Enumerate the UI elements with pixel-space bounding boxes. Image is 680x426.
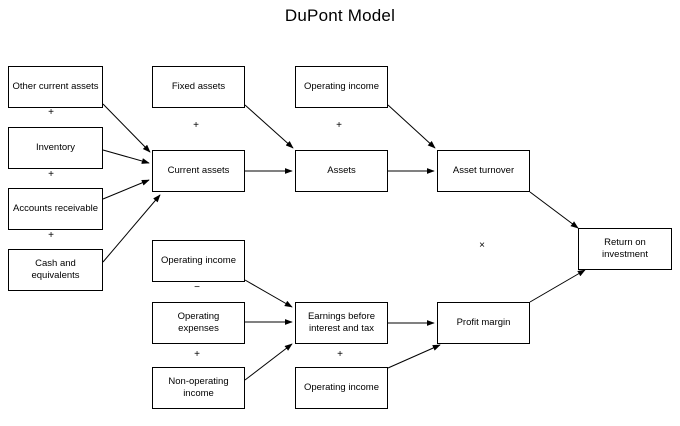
node-non-operating-income[interactable]: Non-operating income	[152, 367, 245, 409]
node-label: Asset turnover	[452, 165, 515, 176]
node-current-assets[interactable]: Current assets	[152, 150, 245, 192]
node-label: Current assets	[167, 165, 230, 176]
edge-accounts-receivable-to-current-assets	[102, 179, 150, 200]
operator-op-oca-inv: +	[48, 107, 54, 118]
node-label: Profit margin	[456, 317, 511, 328]
node-label: Operating expenses	[177, 311, 220, 334]
edge-cash-to-current-assets	[102, 194, 161, 263]
node-operating-income-top[interactable]: Operating income	[295, 66, 388, 108]
node-profit-margin[interactable]: Profit margin	[437, 302, 530, 344]
edge-non-operating-income-to-ebit	[244, 343, 293, 381]
node-label: Operating income	[161, 255, 236, 266]
edge-asset-turnover-to-roi	[529, 191, 579, 229]
node-ebit[interactable]: Earnings before interest and tax	[295, 302, 388, 344]
operator-op-inv-ar: +	[48, 169, 54, 180]
operator-op-ar-cash: +	[48, 230, 54, 241]
node-label: Fixed assets	[171, 81, 226, 92]
node-operating-expenses[interactable]: Operating expenses	[152, 302, 245, 344]
node-return-on-investment[interactable]: Return on investment	[578, 228, 672, 270]
edge-other-current-assets-to-current-assets	[102, 103, 151, 153]
operator-op-turnover-margin: ×	[479, 240, 485, 251]
edge-fixed-assets-to-assets	[244, 104, 294, 149]
node-operating-income-mid[interactable]: Operating income	[152, 240, 245, 282]
node-label: Operating income	[304, 81, 379, 92]
node-label: Inventory	[35, 142, 76, 153]
node-label: Cash and equivalents	[31, 258, 80, 281]
node-label: Earnings before interest and tax	[307, 311, 376, 334]
edge-inventory-to-current-assets	[102, 149, 150, 164]
node-label: Return on investment	[602, 237, 648, 260]
node-label: Accounts receivable	[12, 203, 99, 214]
page-title: DuPont Model	[284, 6, 396, 25]
node-fixed-assets[interactable]: Fixed assets	[152, 66, 245, 108]
node-other-current-assets[interactable]: Other current assets	[8, 66, 103, 108]
operator-op-opexp-nonop: +	[194, 349, 200, 360]
node-operating-income-bot[interactable]: Operating income	[295, 367, 388, 409]
operator-op-ebit-opinc: +	[337, 349, 343, 360]
edge-operating-income-to-asset-turnover	[387, 104, 436, 149]
node-label: Other current assets	[12, 81, 99, 92]
node-assets[interactable]: Assets	[295, 150, 388, 192]
operator-op-opinc-assets: +	[336, 120, 342, 131]
edge-operating-income-bot-to-profit-margin	[387, 344, 441, 369]
operator-op-opinc-opexp: −	[194, 282, 200, 293]
edge-operating-income-mid-to-ebit	[244, 279, 293, 308]
node-label: Non-operating income	[168, 376, 229, 399]
edge-profit-margin-to-roi	[529, 269, 586, 303]
node-inventory[interactable]: Inventory	[8, 127, 103, 169]
node-cash-and-equivalents[interactable]: Cash and equivalents	[8, 249, 103, 291]
node-label: Operating income	[304, 382, 379, 393]
node-asset-turnover[interactable]: Asset turnover	[437, 150, 530, 192]
node-accounts-receivable[interactable]: Accounts receivable	[8, 188, 103, 230]
operator-op-fixed-current: +	[193, 120, 199, 131]
node-label: Assets	[327, 165, 356, 176]
